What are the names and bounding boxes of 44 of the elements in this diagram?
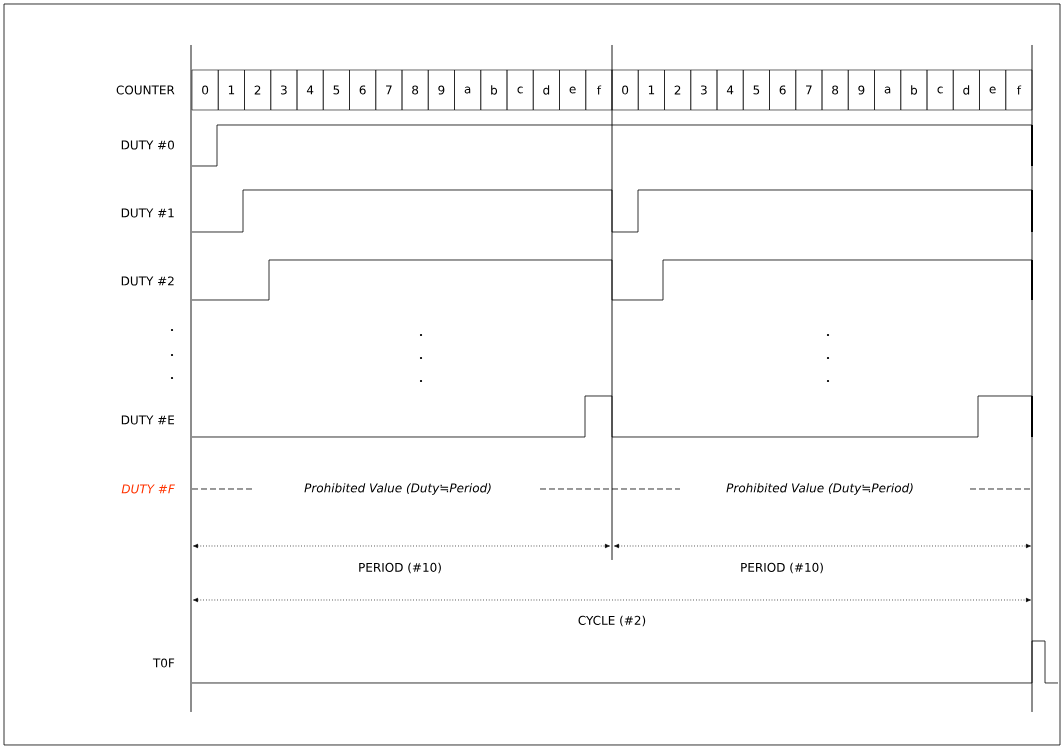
dimension-label: CYCLE (#2) [578, 615, 646, 627]
counter-cell: c [506, 69, 534, 111]
counter-cell: 4 [716, 69, 744, 111]
counter-cell: 9 [427, 69, 455, 111]
prohibited-note: Prohibited Value (Duty≒Period) [304, 483, 491, 495]
counter-cell: 3 [270, 69, 298, 111]
counter-cell: e [559, 69, 587, 111]
row-label: DUTY #1 [121, 208, 174, 218]
dimension-label: PERIOD (#10) [741, 562, 823, 574]
counter-cell: e [979, 69, 1007, 111]
row-label: DUTY #2 [121, 276, 174, 286]
counter-cell: 8 [401, 69, 429, 111]
row-label: DUTY #F [121, 484, 175, 494]
row-label: DUTY #E [121, 415, 175, 425]
counter-cell: a [874, 69, 902, 111]
counter-cell: c [926, 69, 954, 111]
counter-cell: 7 [375, 69, 403, 111]
counter-cell: 5 [322, 69, 350, 111]
counter-cell: f [585, 69, 613, 111]
counter-cell: 4 [296, 69, 324, 111]
counter-cell: b [480, 69, 508, 111]
row-label: COUNTER [116, 85, 175, 95]
counter-cell: 9 [847, 69, 875, 111]
counter-cell: 1 [637, 69, 665, 111]
counter-cell: 3 [690, 69, 718, 111]
counter-cell: a [454, 69, 482, 111]
counter-cell: f [1005, 69, 1033, 111]
counter-cell: 7 [795, 69, 823, 111]
counter-cell: d [532, 69, 560, 111]
counter-cell: 6 [769, 69, 797, 111]
counter-cell: 2 [664, 69, 692, 111]
counter-cell: 2 [244, 69, 272, 111]
prohibited-note: Prohibited Value (Duty≒Period) [726, 483, 913, 495]
counter-cell: 0 [191, 69, 219, 111]
counter-cell: b [900, 69, 928, 111]
counter-cell: 5 [742, 69, 770, 111]
counter-cell: 1 [217, 69, 245, 111]
counter-cell: 8 [821, 69, 849, 111]
row-label: DUTY #0 [121, 140, 174, 150]
counter-cell: 6 [349, 69, 377, 111]
dimension-label: PERIOD (#10) [359, 562, 441, 574]
counter-cell: d [952, 69, 980, 111]
row-label: T0F [152, 658, 175, 668]
counter-cell: 0 [611, 69, 639, 111]
